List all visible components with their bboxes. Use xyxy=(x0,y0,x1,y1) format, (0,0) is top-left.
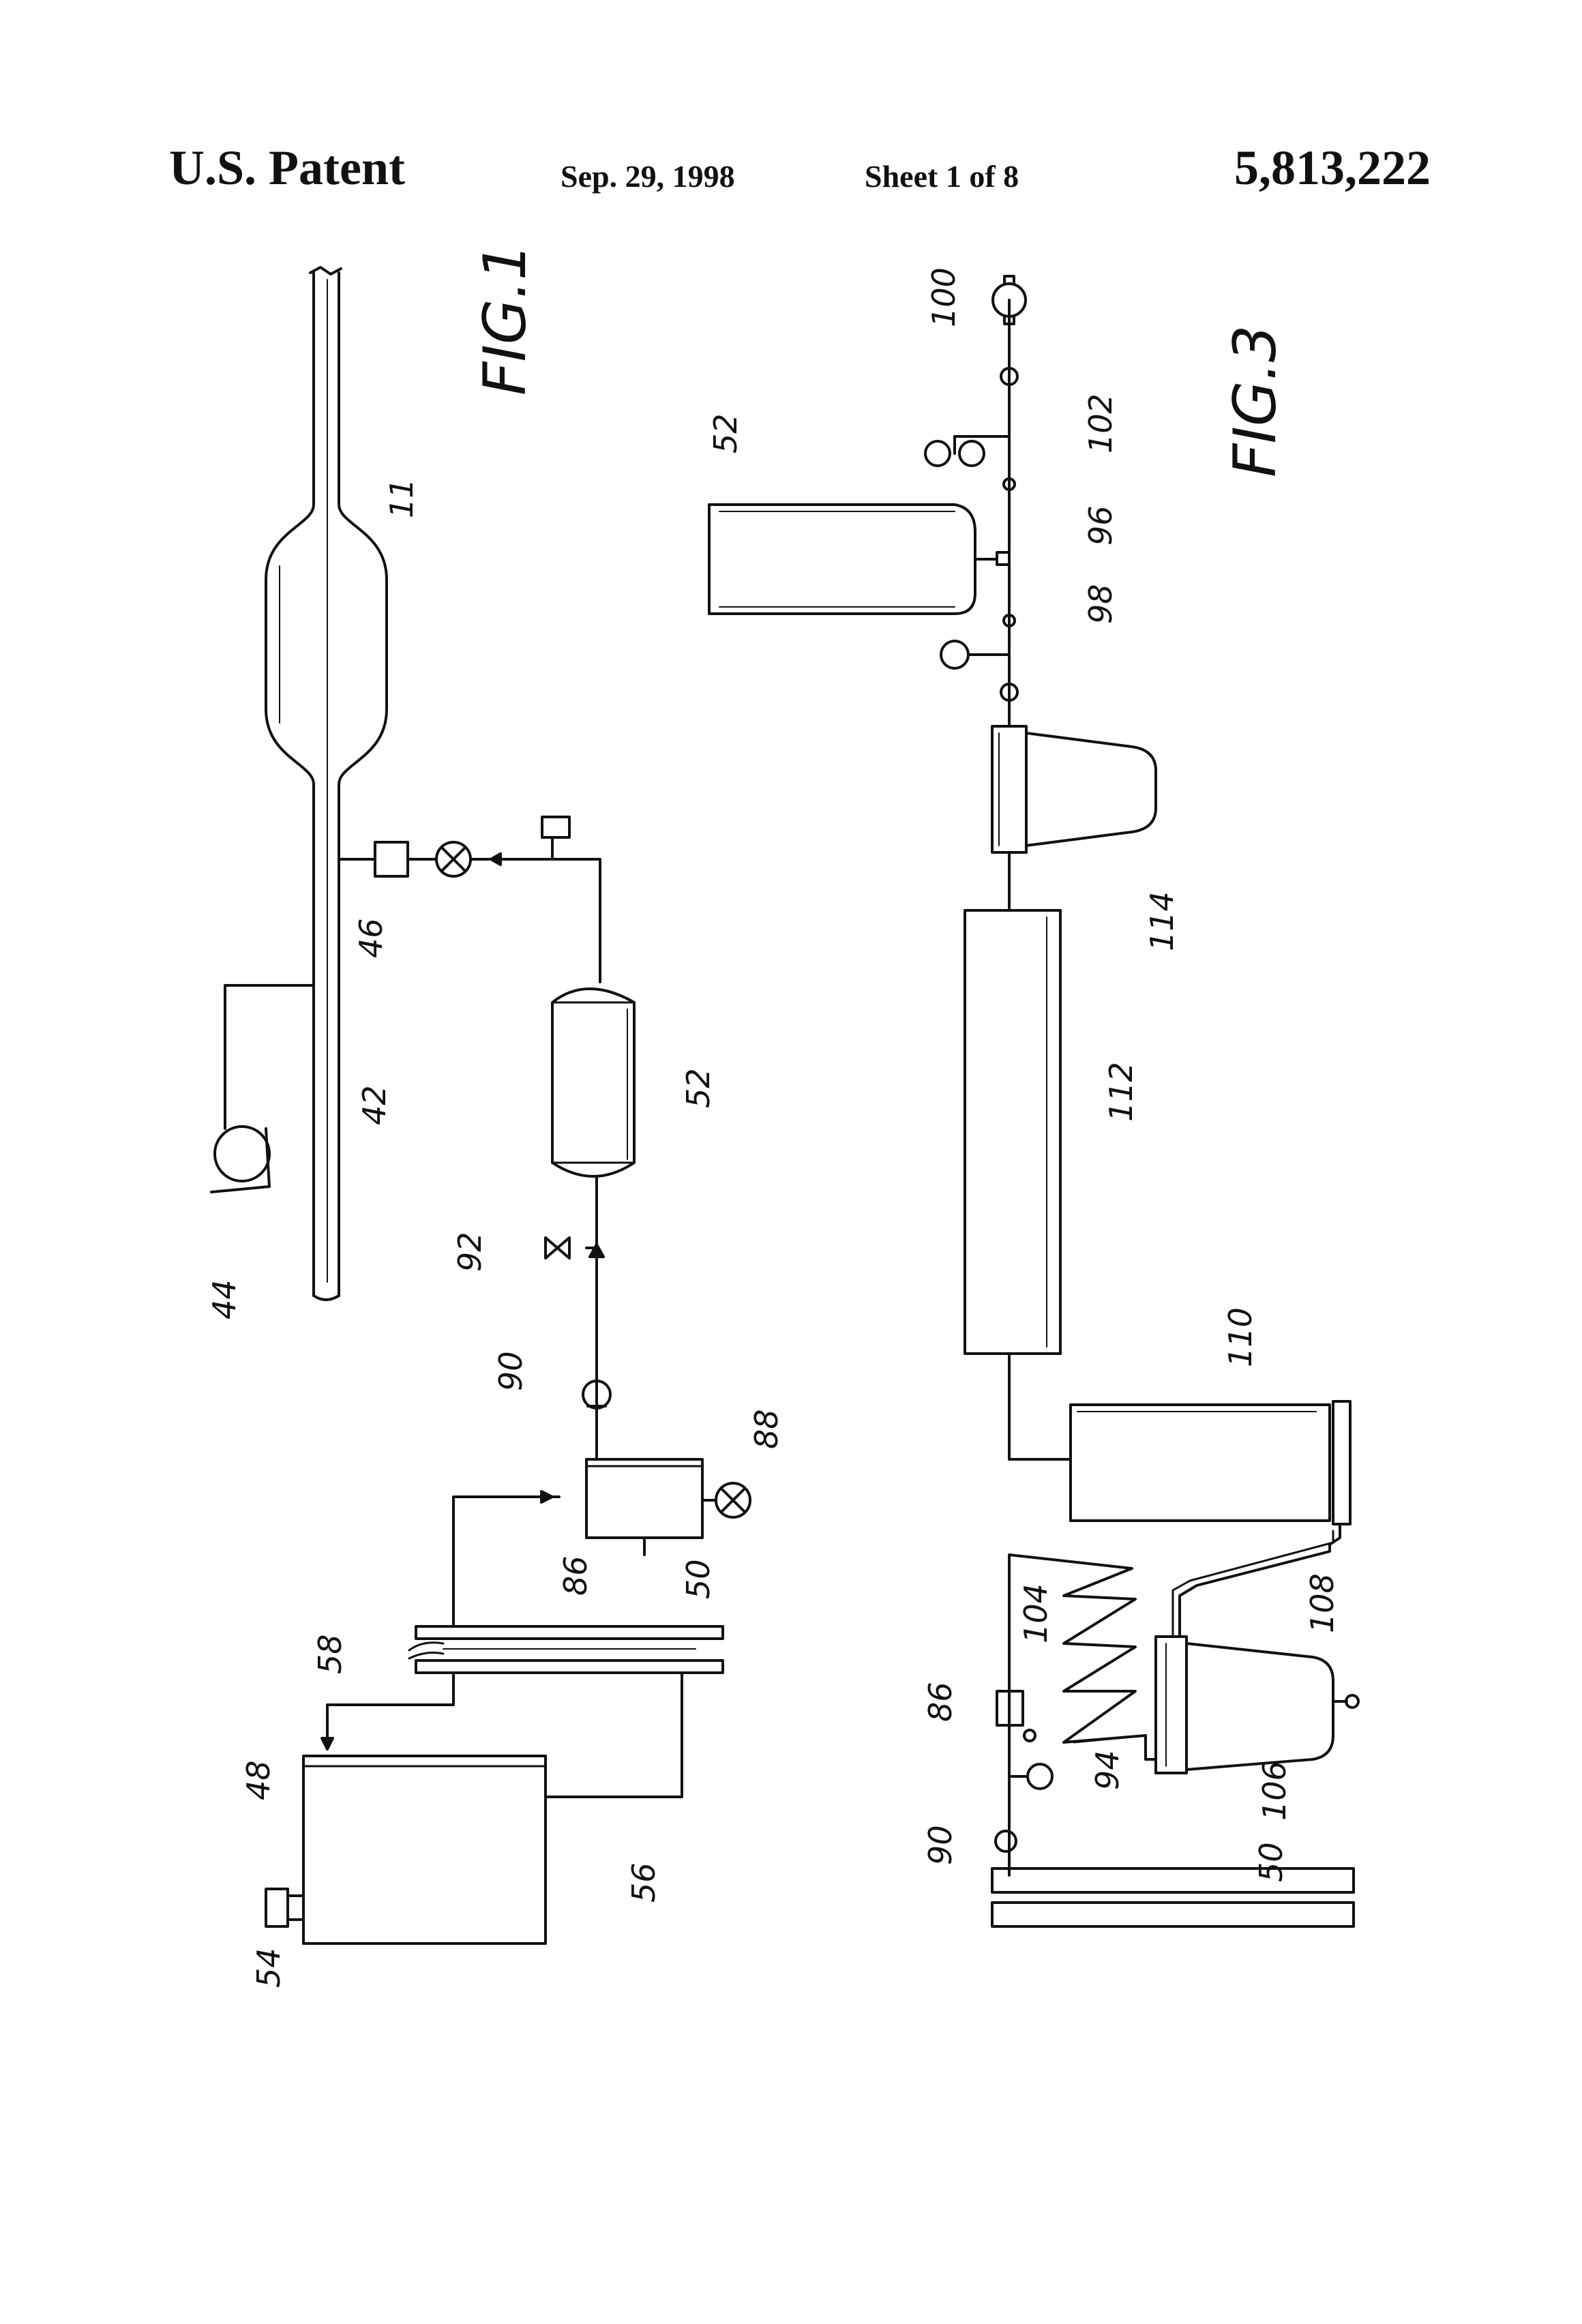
pipe-42 xyxy=(266,273,314,1296)
label-44: 44 xyxy=(206,1279,243,1320)
pipe-end xyxy=(314,1296,339,1300)
vessel-52 xyxy=(552,989,634,1176)
tank-52-fig3 xyxy=(709,505,975,614)
label-106: 106 xyxy=(1256,1761,1293,1821)
flange-114 xyxy=(992,726,1026,852)
label-90: 90 xyxy=(492,1351,529,1391)
label-50: 50 xyxy=(680,1559,717,1599)
label-52-fig3: 52 xyxy=(707,413,744,453)
line-to-52 xyxy=(471,859,600,982)
fig1-title: FIG.1 xyxy=(471,243,539,396)
gauge-fig3-c xyxy=(941,641,968,668)
label-112: 112 xyxy=(1103,1062,1139,1122)
vessel-106 xyxy=(1186,1643,1333,1770)
plate-50-fig3-b xyxy=(992,1903,1354,1926)
line-50-to-86 xyxy=(453,1497,559,1626)
label-104: 104 xyxy=(1017,1583,1054,1643)
label-52: 52 xyxy=(680,1068,717,1108)
label-11: 11 xyxy=(383,478,420,518)
tank-48 xyxy=(303,1756,546,1943)
fig3-title: FIG.3 xyxy=(1221,325,1289,477)
gauge-fig3-b xyxy=(959,441,984,466)
label-102: 102 xyxy=(1082,393,1119,453)
vessel-110 xyxy=(1071,1405,1330,1521)
label-54: 54 xyxy=(250,1948,287,1988)
gauge-94 xyxy=(1028,1764,1052,1789)
pipe-42-right xyxy=(339,273,387,1296)
label-88: 88 xyxy=(748,1409,785,1449)
label-50-fig3: 50 xyxy=(1253,1842,1289,1882)
valve-92 xyxy=(546,1238,569,1258)
plate-50-a xyxy=(416,1626,723,1639)
plate-50-b xyxy=(416,1660,723,1673)
vessel-114 xyxy=(1026,733,1156,846)
fig3-drawing xyxy=(709,276,1358,1926)
fitting-54 xyxy=(266,1889,288,1926)
label-42: 42 xyxy=(356,1085,393,1125)
plate-50-fig3-a xyxy=(992,1868,1354,1892)
fig1-drawing xyxy=(211,267,750,1943)
label-96: 96 xyxy=(1082,505,1119,546)
line-112-110 xyxy=(1009,1354,1071,1459)
label-48: 48 xyxy=(240,1760,277,1800)
fig3-labels: FIG.3 100 102 96 98 52 114 112 110 108 1… xyxy=(707,267,1341,1882)
label-46: 46 xyxy=(353,918,389,958)
label-56: 56 xyxy=(625,1862,662,1903)
label-98: 98 xyxy=(1082,584,1119,624)
box-46 xyxy=(375,842,408,876)
device-44-circle xyxy=(215,1127,269,1181)
label-86: 86 xyxy=(557,1555,594,1596)
label-92: 92 xyxy=(451,1232,488,1272)
label-108: 108 xyxy=(1304,1573,1341,1633)
line-58 xyxy=(327,1673,453,1746)
gauge-box xyxy=(542,817,569,837)
label-90-fig3: 90 xyxy=(922,1825,959,1865)
valve-96 xyxy=(997,552,1009,565)
line-56 xyxy=(546,1673,682,1797)
box-86 xyxy=(586,1459,702,1538)
flange-110 xyxy=(1333,1401,1350,1524)
label-86-fig3: 86 xyxy=(922,1682,959,1722)
line-44-to-pipe xyxy=(225,985,314,1129)
check-valve-90-fig3 xyxy=(996,1831,1016,1851)
label-110: 110 xyxy=(1222,1307,1259,1367)
label-94: 94 xyxy=(1089,1750,1126,1790)
flange-106 xyxy=(1156,1637,1186,1773)
label-114: 114 xyxy=(1144,891,1180,951)
label-58: 58 xyxy=(312,1634,348,1674)
fig1-labels: FIG.1 11 42 44 46 52 92 90 88 86 50 58 4… xyxy=(206,243,785,1988)
label-100: 100 xyxy=(925,267,962,327)
gauge-fig3-a xyxy=(925,441,950,466)
